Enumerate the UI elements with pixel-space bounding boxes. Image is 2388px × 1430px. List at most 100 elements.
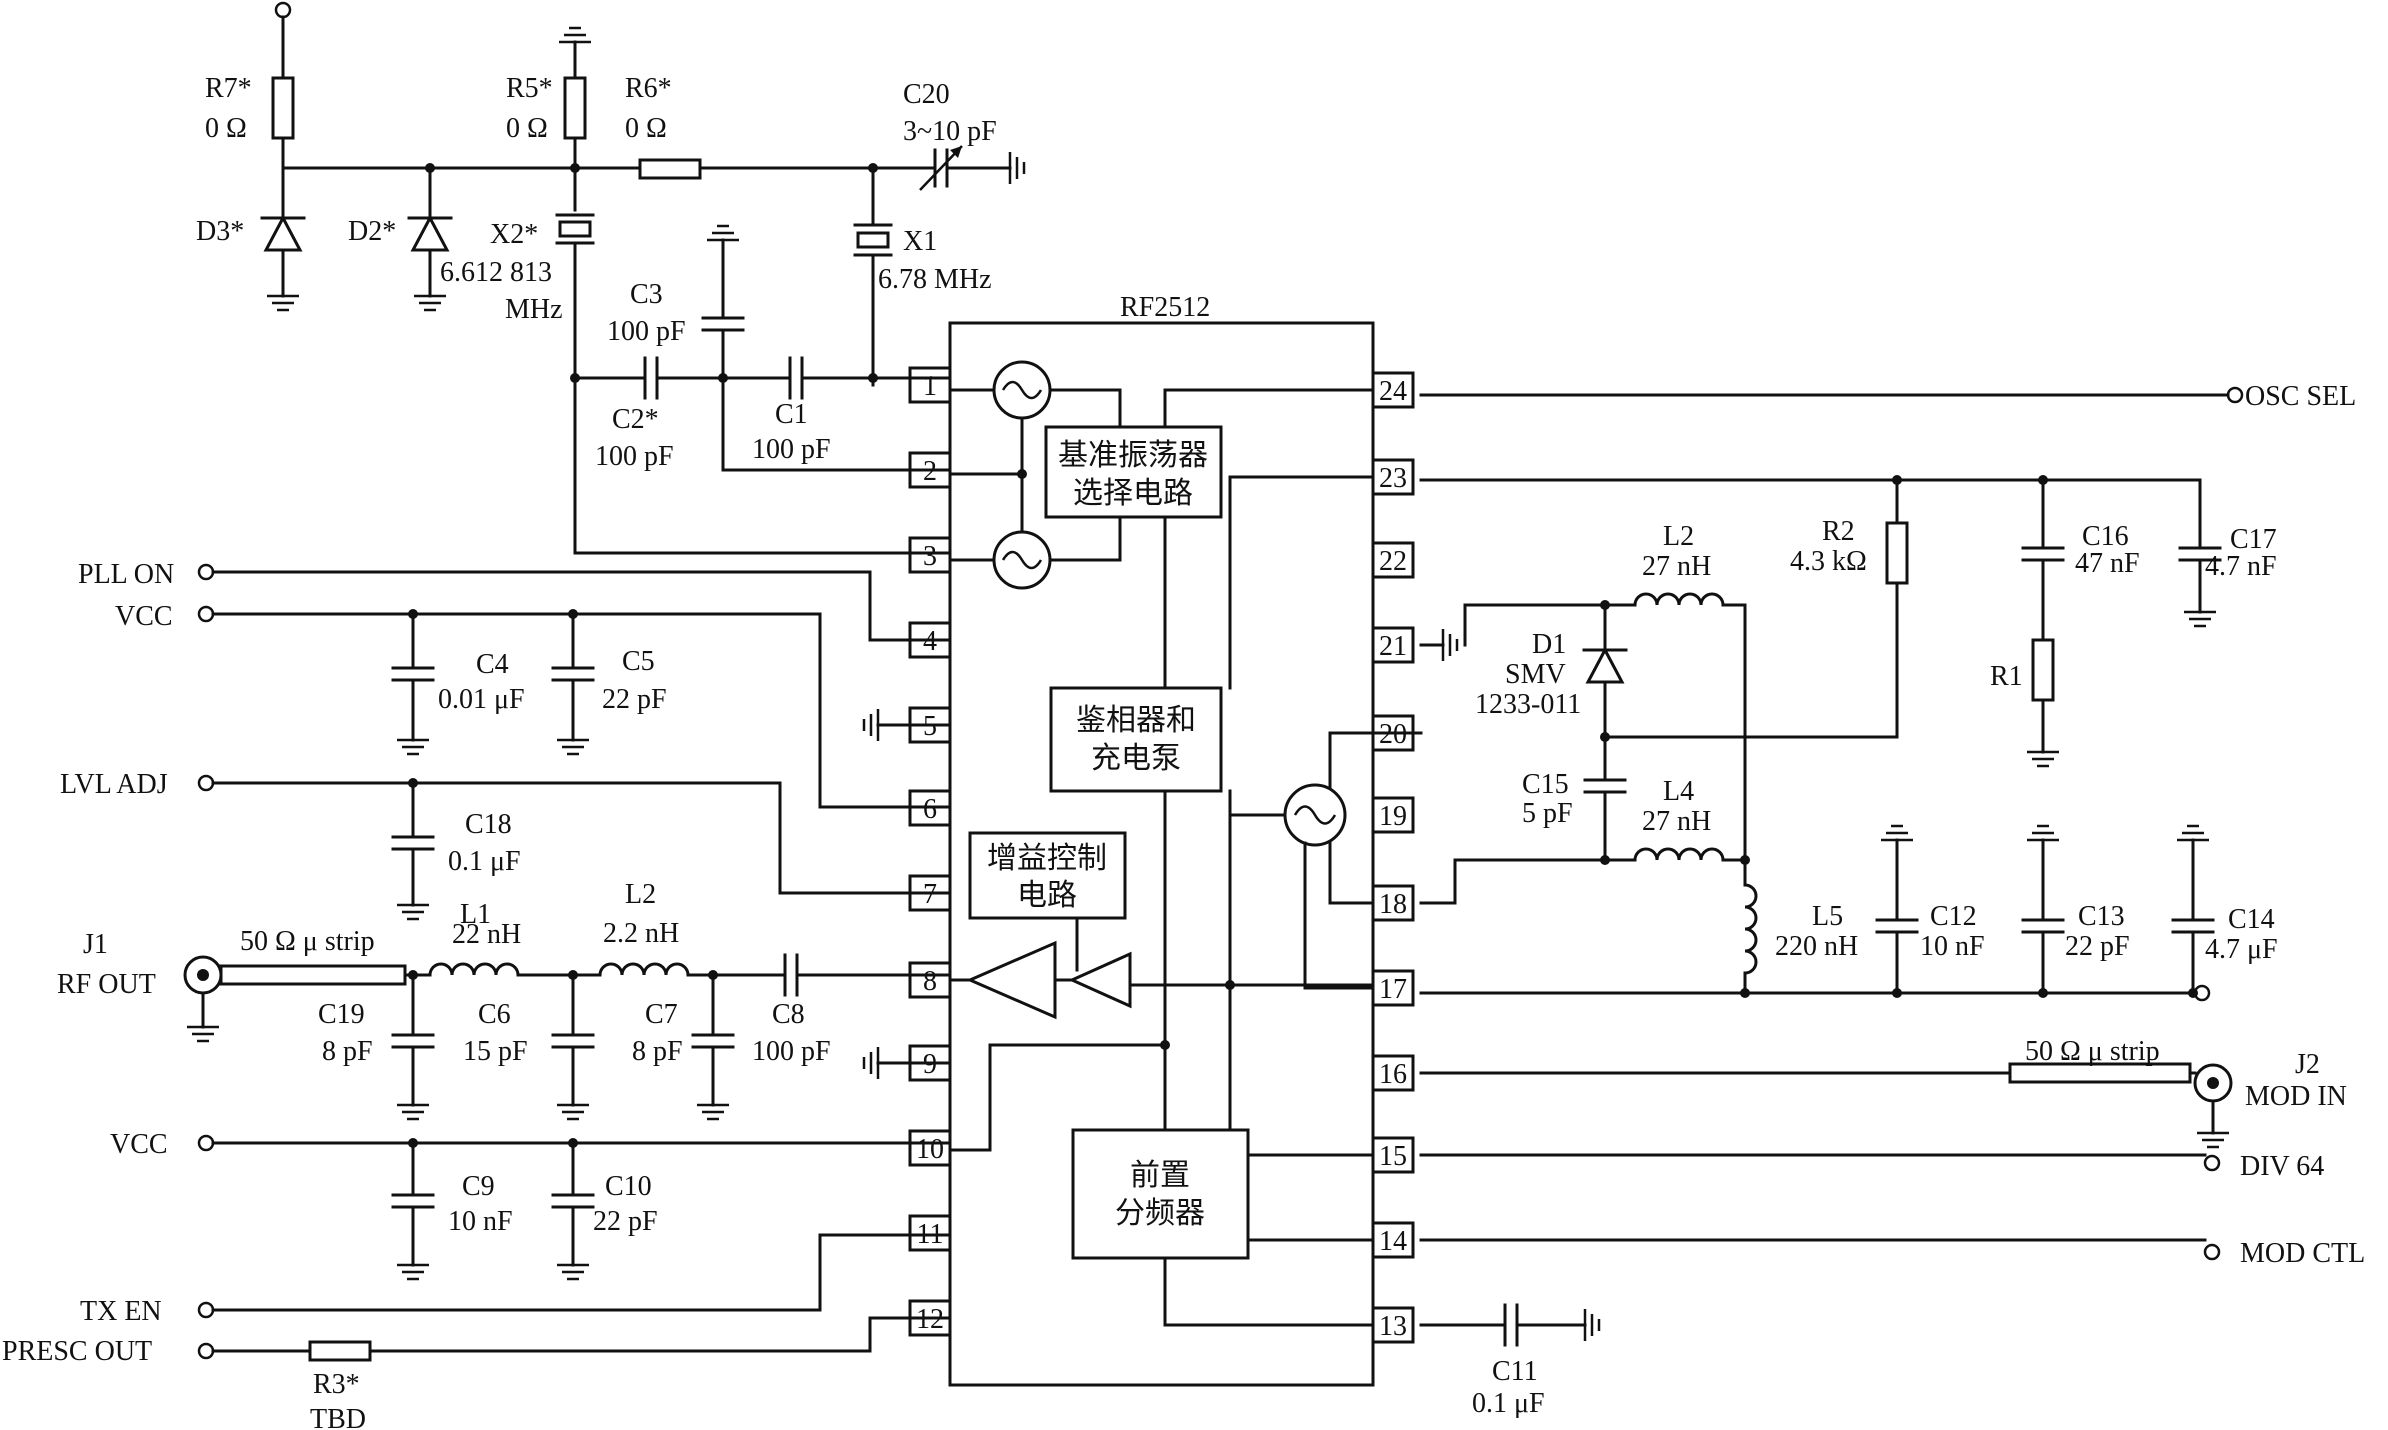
r5-value: 0 Ω (506, 113, 548, 144)
l2a-value: 2.2 nH (603, 918, 679, 949)
l4-value: 27 nH (1642, 806, 1711, 837)
tx-en-terminal: TX EN (80, 1296, 162, 1327)
pin-number: 21 (1379, 631, 1407, 662)
ref-osc-select-line1: 基准振荡器 (1058, 439, 1208, 472)
c9-label: C9 (462, 1171, 495, 1202)
c8-label: C8 (772, 999, 805, 1030)
gain-control-block: 增益控制 电路 (968, 831, 1127, 920)
c4-value: 0.01 μF (438, 684, 525, 715)
c11-label: C11 (1492, 1356, 1538, 1387)
c5-label: C5 (622, 646, 655, 677)
r5-label: R5* (506, 73, 553, 104)
j1-rf-out: RF OUT (57, 969, 156, 1000)
pin-number: 14 (1379, 1226, 1407, 1257)
rf-output-network (183, 953, 952, 1121)
reference-crystal-network (260, 1, 1026, 555)
gain-control-line1: 增益控制 (987, 842, 1107, 875)
pin-number: 1 (923, 371, 937, 402)
r1-label: R1 (1990, 661, 2023, 692)
prescaler-line2: 分频器 (1115, 1197, 1205, 1230)
c19-label: C19 (318, 999, 365, 1030)
l1-label: L1 (460, 899, 491, 930)
r3-label: R3* (313, 1369, 360, 1400)
c3-value: 100 pF (607, 316, 686, 347)
c6-value: 15 pF (463, 1036, 528, 1067)
x2-unit: MHz (505, 294, 563, 325)
pin-23: 23 (1371, 458, 1415, 496)
d3-label: D3* (196, 216, 244, 247)
pin-14: 14 (1371, 1221, 1415, 1259)
right-side-network (1371, 386, 2244, 1347)
r7-label: R7* (205, 73, 252, 104)
pin-number: 17 (1379, 974, 1407, 1005)
c15-label: C15 (1522, 769, 1569, 800)
strip1-label: 50 Ω μ strip (240, 926, 375, 957)
vcc-terminal-2: VCC (110, 1129, 168, 1160)
pin-8: 8 (908, 961, 952, 999)
osc-sel-terminal: OSC SEL (2245, 381, 2356, 412)
pin-number: 6 (923, 794, 937, 825)
oscillator-2-icon (992, 530, 1052, 590)
left-supply-network (197, 563, 952, 921)
c1-label: C1 (775, 399, 808, 430)
c7-label: C7 (645, 999, 678, 1030)
c12-value: 10 nF (1920, 931, 1985, 962)
prescaler-block: 前置 分频器 (1071, 1128, 1250, 1260)
pin-number: 10 (916, 1134, 944, 1165)
pin-19: 19 (1371, 796, 1415, 834)
d2-label: D2* (348, 216, 396, 247)
vco-icon (1283, 783, 1347, 847)
c10-label: C10 (605, 1171, 652, 1202)
l2a-label: L2 (625, 879, 656, 910)
c13-value: 22 pF (2065, 931, 2130, 962)
pin-number: 24 (1379, 376, 1407, 407)
pin-number: 19 (1379, 801, 1407, 832)
r7-value: 0 Ω (205, 113, 247, 144)
pin-11: 11 (908, 1214, 952, 1252)
pin-number: 16 (1379, 1059, 1407, 1090)
c6-label: C6 (478, 999, 511, 1030)
l4-label: L4 (1663, 776, 1694, 807)
pin-number: 22 (1379, 546, 1407, 577)
mod-ctl-terminal: MOD CTL (2240, 1238, 2365, 1269)
r2-value: 4.3 kΩ (1790, 546, 1867, 577)
l1-value: 22 nH (452, 919, 521, 950)
pin-13: 13 (1371, 1306, 1415, 1344)
oscillator-1-icon (992, 360, 1052, 420)
l5-label: L5 (1812, 901, 1843, 932)
r6-value: 0 Ω (625, 113, 667, 144)
x2-freq: 6.612 813 (440, 257, 552, 288)
c18-label: C18 (465, 809, 512, 840)
c1-value: 100 pF (752, 434, 831, 465)
pin-number: 8 (923, 966, 937, 997)
j2-label: J2 (2295, 1049, 2320, 1080)
pin-21: 21 (1371, 626, 1415, 664)
pll-on-terminal: PLL ON (78, 559, 174, 590)
d1-label: D1 (1532, 629, 1566, 660)
c4-label: C4 (476, 649, 509, 680)
c13-label: C13 (2078, 901, 2125, 932)
lower-left-network (197, 1134, 952, 1362)
div64-terminal: DIV 64 (2240, 1151, 2324, 1182)
pin-16: 16 (1371, 1054, 1415, 1092)
pin-17: 17 (1371, 969, 1415, 1007)
c16-value: 47 nF (2075, 548, 2140, 579)
chip-name: RF2512 (1120, 292, 1210, 323)
phase-detector-line1: 鉴相器和 (1076, 704, 1196, 737)
x1-freq: 6.78 MHz (878, 264, 992, 295)
l2b-value: 27 nH (1642, 551, 1711, 582)
gain-control-line2: 电路 (1017, 879, 1077, 912)
pin-number: 15 (1379, 1141, 1407, 1172)
pin-15: 15 (1371, 1136, 1415, 1174)
strip2-label: 50 Ω μ strip (2025, 1036, 2160, 1067)
internal-wiring (948, 388, 1375, 1327)
pin-24: 24 (1371, 371, 1415, 409)
l5-value: 220 nH (1775, 931, 1858, 962)
c14-label: C14 (2228, 904, 2275, 935)
j2-mod-in: MOD IN (2245, 1081, 2347, 1112)
c14-value: 4.7 μF (2205, 934, 2278, 965)
c11-value: 0.1 μF (1472, 1388, 1545, 1419)
x1-label: X1 (903, 226, 937, 257)
